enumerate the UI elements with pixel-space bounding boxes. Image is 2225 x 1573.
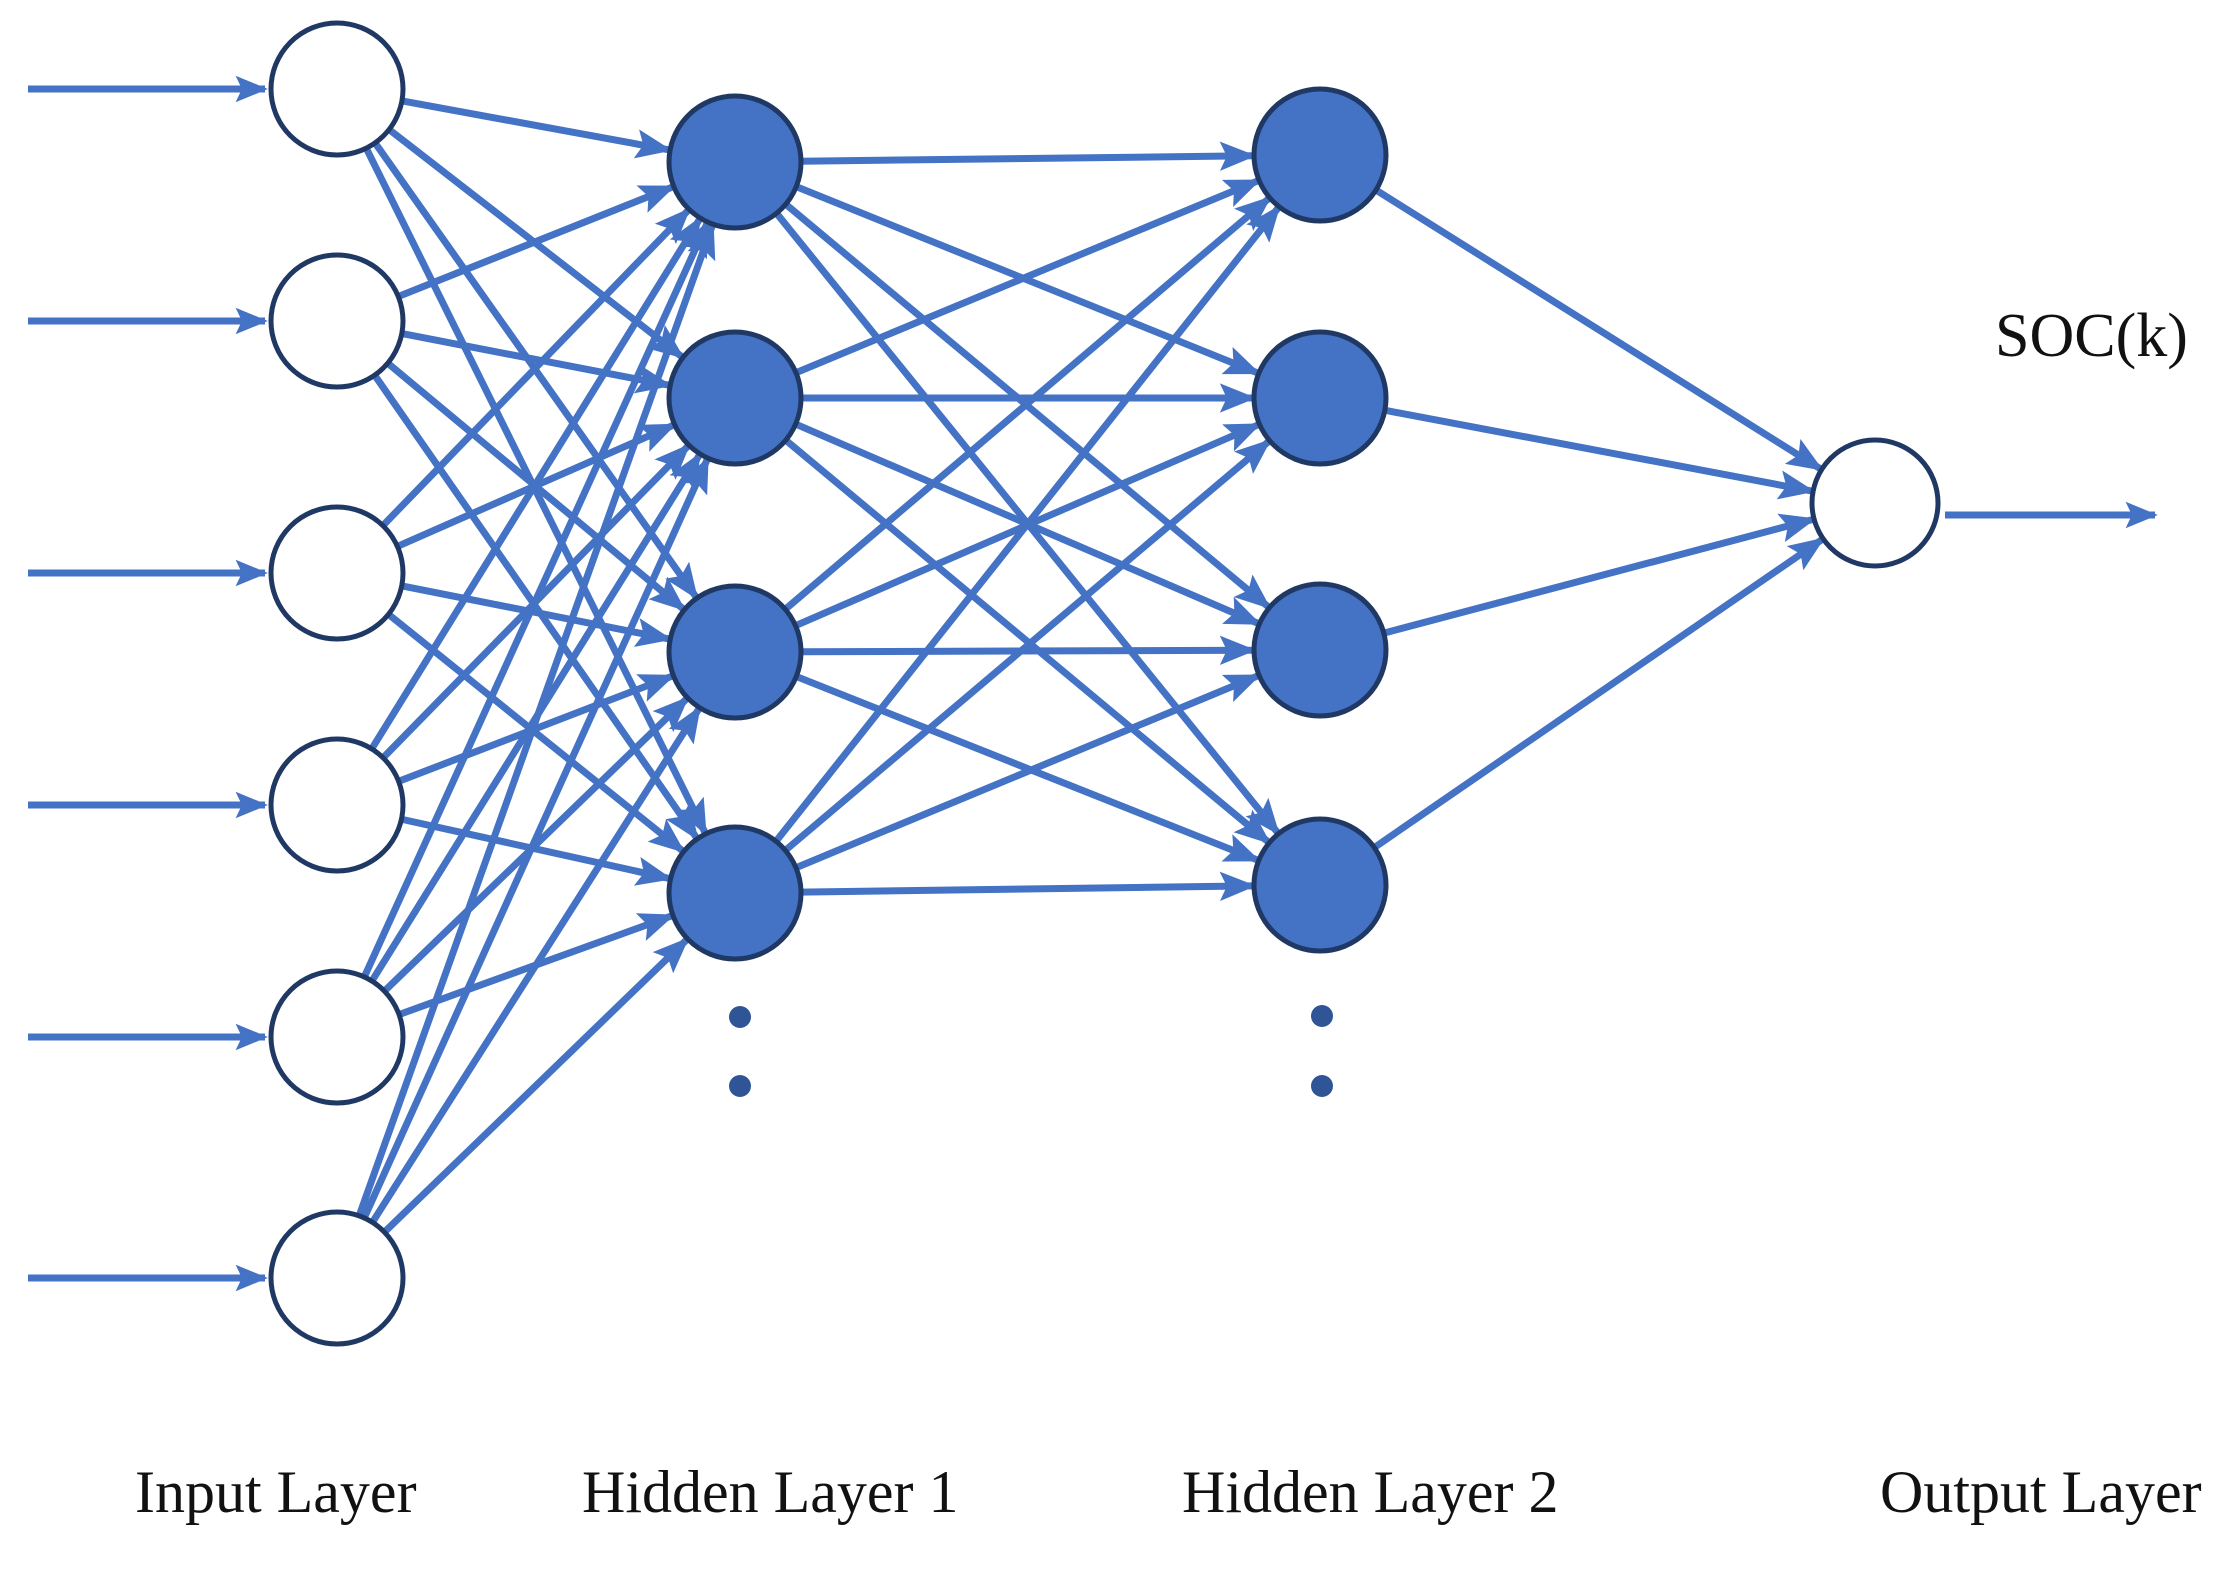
hidden1-node-4: [666, 824, 804, 962]
layer-label-input: Input Layer: [135, 1459, 417, 1525]
input-node-4: [268, 736, 406, 874]
edge-hidden1-3-to-hidden2-4: [794, 672, 1261, 864]
edge-hidden1-4-to-hidden2-2: [782, 439, 1272, 854]
edge-hidden2-2-to-output-1: [1383, 406, 1816, 500]
edge-hidden1-3-to-hidden2-1: [782, 196, 1272, 613]
edge-hidden2-3-to-output-1: [1381, 513, 1817, 637]
output-node-1: [1809, 437, 1941, 569]
input-node-5: [268, 968, 406, 1106]
output-signal-label: SOC(k): [1995, 302, 2188, 370]
node-group: [268, 20, 1941, 1347]
edge-input-2-to-hidden1-1: [396, 183, 676, 301]
edge-input-6-to-hidden1-4: [381, 937, 690, 1236]
edge-hidden2-1-to-output-1: [1373, 186, 1824, 472]
edge-hidden1-1-to-hidden2-1: [799, 141, 1257, 171]
edge-group-hidden2-to-output: [1371, 186, 1825, 851]
ellipsis-dot-hidden1-2: [729, 1075, 751, 1097]
ellipsis-dot-hidden2-1: [1311, 1005, 1333, 1027]
edge-input-6-to-hidden1-3: [368, 705, 702, 1225]
edge-input-3-to-hidden1-1: [379, 207, 691, 529]
hidden1-node-2: [666, 329, 804, 467]
input-node-6: [268, 1209, 406, 1347]
ellipsis-dot-hidden2-2: [1311, 1075, 1333, 1097]
edge-input-4-to-hidden1-1: [368, 216, 703, 752]
edge-hidden1-4-to-hidden2-3: [793, 672, 1262, 872]
edge-input-1-to-hidden1-1: [400, 97, 673, 159]
edge-hidden2-4-to-output-1: [1371, 537, 1825, 851]
hidden2-node-1: [1251, 86, 1389, 224]
edge-input-6-to-hidden1-2: [360, 456, 711, 1221]
input-node-2: [268, 252, 406, 390]
edge-input-2-to-hidden1-2: [400, 329, 673, 394]
input-signal-arrows: [28, 75, 268, 1292]
hidden2-node-4: [1251, 816, 1389, 954]
edge-hidden1-4-to-hidden2-4: [799, 871, 1257, 902]
layer-label-hidden2: Hidden Layer 2: [1182, 1459, 1559, 1525]
edge-hidden1-2-to-hidden2-1: [793, 177, 1262, 377]
layer-label-output: Output Layer: [1880, 1459, 2202, 1525]
edge-group-hidden1-to-hidden2: [772, 141, 1281, 902]
input-node-1: [268, 20, 406, 158]
hidden1-node-1: [666, 93, 804, 231]
edge-input-6-to-hidden1-1: [355, 222, 716, 1218]
edge-input-3-to-hidden1-3: [400, 582, 673, 647]
edge-hidden1-4-to-hidden2-1: [772, 205, 1281, 845]
edge-group-input-to-hidden1: [355, 97, 716, 1236]
hidden2-node-2: [1251, 329, 1389, 467]
edge-hidden1-2-to-hidden2-4: [782, 436, 1271, 845]
hidden1-node-3: [666, 583, 804, 721]
ellipsis-dot-hidden1-1: [729, 1006, 751, 1028]
hidden2-node-3: [1251, 581, 1389, 719]
layer-label-hidden1: Hidden Layer 1: [582, 1459, 959, 1525]
edge-input-5-to-hidden1-1: [360, 220, 710, 980]
input-node-3: [268, 504, 406, 642]
ellipsis-group: [729, 1005, 1333, 1097]
